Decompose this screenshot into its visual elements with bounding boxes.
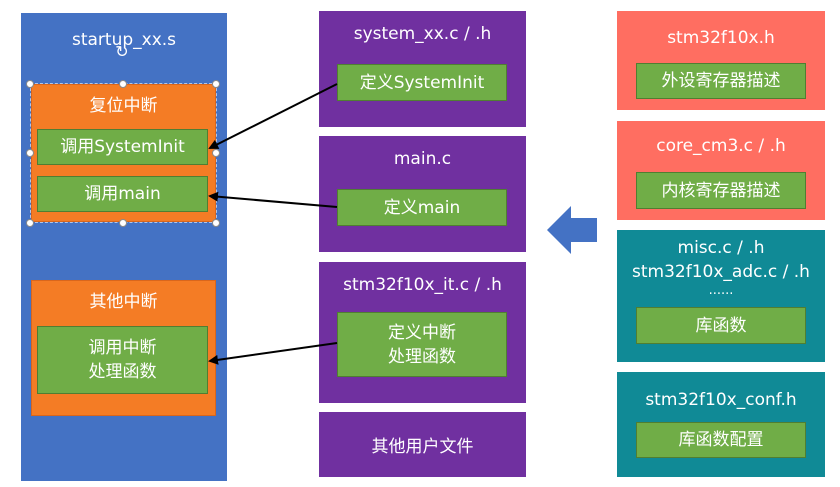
selection-handle[interactable] — [212, 219, 220, 227]
selection-handle[interactable] — [119, 80, 127, 88]
call-handler-line2: 处理函数 — [88, 362, 157, 382]
core-file-title: core_cm3.c / .h — [656, 136, 786, 156]
it-file-panel[interactable]: stm32f10x_it.c / .h 定义中断 处理函数 — [319, 262, 526, 403]
call-main-label: 调用main — [84, 184, 161, 204]
lib-functions-box[interactable]: 库函数 — [636, 307, 806, 344]
reset-interrupt-box[interactable]: 复位中断 调用SystemInit 调用main — [31, 84, 216, 222]
selection-handle[interactable] — [212, 149, 220, 157]
define-systeminit-label: 定义SystemInit — [359, 72, 485, 93]
define-handler-line1: 定义中断 — [388, 322, 456, 343]
lib-files-ellipsis: ...... — [708, 283, 734, 298]
define-handler-line2: 处理函数 — [388, 346, 456, 367]
lib-functions-label: 库函数 — [695, 315, 747, 336]
selection-handle[interactable] — [26, 80, 34, 88]
core-file-panel[interactable]: core_cm3.c / .h 内核寄存器描述 — [617, 121, 825, 220]
periph-register-label: 外设寄存器描述 — [661, 71, 781, 91]
startup-title: startup_xx.s — [71, 30, 177, 50]
other-interrupt-box[interactable]: 其他中断 调用中断 处理函数 — [31, 280, 216, 416]
core-register-label: 内核寄存器描述 — [661, 180, 781, 201]
reset-interrupt-title: 复位中断 — [89, 96, 158, 116]
call-systeminit-box[interactable]: 调用SystemInit — [37, 129, 208, 165]
system-file-panel[interactable]: system_xx.c / .h 定义SystemInit — [319, 11, 526, 127]
it-file-title: stm32f10x_it.c / .h — [343, 275, 502, 295]
define-systeminit-box[interactable]: 定义SystemInit — [337, 64, 507, 101]
rotate-handle-icon[interactable]: ↻ — [115, 42, 129, 61]
call-main-box[interactable]: 调用main — [37, 176, 208, 212]
periph-header-title: stm32f10x.h — [667, 28, 775, 48]
lib-files-title-line1: misc.c / .h — [677, 238, 765, 258]
periph-register-box[interactable]: 外设寄存器描述 — [636, 63, 806, 99]
lib-files-panel[interactable]: misc.c / .h stm32f10x_adc.c / .h ...... … — [617, 230, 825, 362]
main-file-panel[interactable]: main.c 定义main — [319, 136, 526, 252]
selection-handle[interactable] — [212, 80, 220, 88]
arrow-main-link — [208, 191, 338, 208]
other-user-files-panel[interactable]: 其他用户文件 — [319, 412, 526, 477]
other-user-files-label: 其他用户文件 — [371, 437, 474, 457]
startup-panel: startup_xx.s ↻ 复位中断 调用SystemInit 调用main … — [21, 13, 227, 481]
arrow-systeminit-link — [208, 83, 338, 149]
call-handler-line1: 调用中断 — [88, 338, 157, 358]
conf-file-panel[interactable]: stm32f10x_conf.h 库函数配置 — [617, 372, 825, 477]
other-interrupt-title: 其他中断 — [89, 292, 158, 312]
define-main-label: 定义main — [383, 197, 461, 218]
define-handler-box[interactable]: 定义中断 处理函数 — [337, 312, 507, 377]
conf-file-title: stm32f10x_conf.h — [645, 390, 797, 410]
call-handler-box[interactable]: 调用中断 处理函数 — [37, 326, 208, 394]
define-main-box[interactable]: 定义main — [337, 189, 507, 226]
selection-handle[interactable] — [119, 219, 127, 227]
selection-handle[interactable] — [26, 219, 34, 227]
lib-files-title-line2: stm32f10x_adc.c / .h — [632, 262, 810, 282]
core-register-box[interactable]: 内核寄存器描述 — [636, 172, 806, 209]
system-file-title: system_xx.c / .h — [353, 24, 492, 44]
lib-config-box[interactable]: 库函数配置 — [636, 422, 806, 458]
call-systeminit-label: 调用SystemInit — [60, 137, 185, 157]
arrow-handler-link — [208, 342, 338, 365]
main-file-title: main.c — [393, 149, 452, 169]
periph-header-panel[interactable]: stm32f10x.h 外设寄存器描述 — [617, 11, 825, 110]
lib-config-label: 库函数配置 — [678, 430, 764, 450]
selection-handle[interactable] — [26, 149, 34, 157]
big-left-arrow-icon — [547, 206, 597, 254]
